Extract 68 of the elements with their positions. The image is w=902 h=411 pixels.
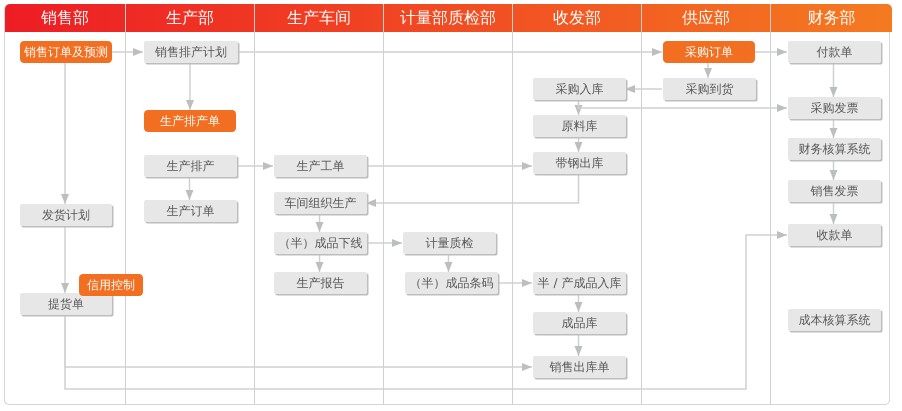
arrow [61,226,69,293]
arrow [237,48,662,56]
arrow [186,63,194,110]
arrow [830,202,838,224]
process-box: 提货单 [20,293,112,315]
swimlane [770,4,892,405]
process-box: 付款单 [788,41,881,63]
arrow [497,279,532,287]
lane-header: 供应部 [642,4,770,32]
process-box: 成品库 [533,312,626,334]
lane-header: 财务部 [771,4,892,32]
arrow [366,162,532,170]
swimlane [125,4,254,405]
process-box: 采购到货 [663,78,756,100]
arrow [704,63,712,78]
process-box: （半）成品条码 [405,272,498,294]
swimlane [383,4,512,405]
process-box: 采购发票 [788,97,881,119]
process-box: 生产订单 [144,200,237,222]
arrow [236,162,273,170]
lane-header: 计量部质检部 [384,4,512,32]
arrow [830,160,838,180]
arrow [316,254,324,272]
arrow [574,294,582,312]
highlight-box: 采购订单 [663,41,755,63]
arrow [186,177,194,200]
arrow [578,100,787,112]
swimlane [4,4,125,405]
process-box: 成本核算系统 [788,309,881,331]
process-box: （半）成品下线 [274,232,367,254]
arrow [444,254,452,272]
arrow [830,63,838,97]
lane-header: 销售部 [5,4,125,32]
highlight-box: 生产排产单 [144,110,236,132]
process-box: 车间组织生产 [274,192,367,214]
highlight-box: 销售订单及预测 [20,41,112,63]
arrow [574,334,582,356]
process-box: 销售排产计划 [144,41,238,63]
swimlane [254,4,383,405]
arrow [830,119,838,138]
highlight-box: 信用控制 [79,274,143,296]
arrow [64,231,787,390]
process-box: 原料库 [533,115,626,137]
arrow [316,214,324,232]
process-box: 收款单 [788,224,881,246]
process-box: 生产排产 [144,155,237,177]
process-box: 销售发票 [788,180,881,202]
arrow [111,48,143,56]
swimlane [641,4,770,405]
arrow [366,239,402,247]
arrow [574,137,582,152]
process-box: 销售出库单 [533,356,626,378]
process-box: 财务核算系统 [788,138,881,160]
process-box: 计量质检 [403,232,496,254]
arrow [61,63,69,204]
arrow [754,48,787,56]
process-box: 半 / 产成品入库 [533,272,626,294]
swimlane [512,4,641,405]
process-box: 带钢出库 [533,152,626,174]
lane-header: 收发部 [513,4,641,32]
process-box: 发货计划 [20,204,112,226]
arrow [625,85,662,93]
lane-header: 生产部 [126,4,254,32]
process-box: 采购入库 [533,78,626,100]
process-box: 生产工单 [274,155,367,177]
lane-header: 生产车间 [255,4,383,32]
process-box: 生产报告 [274,272,367,294]
arrow [366,174,580,207]
